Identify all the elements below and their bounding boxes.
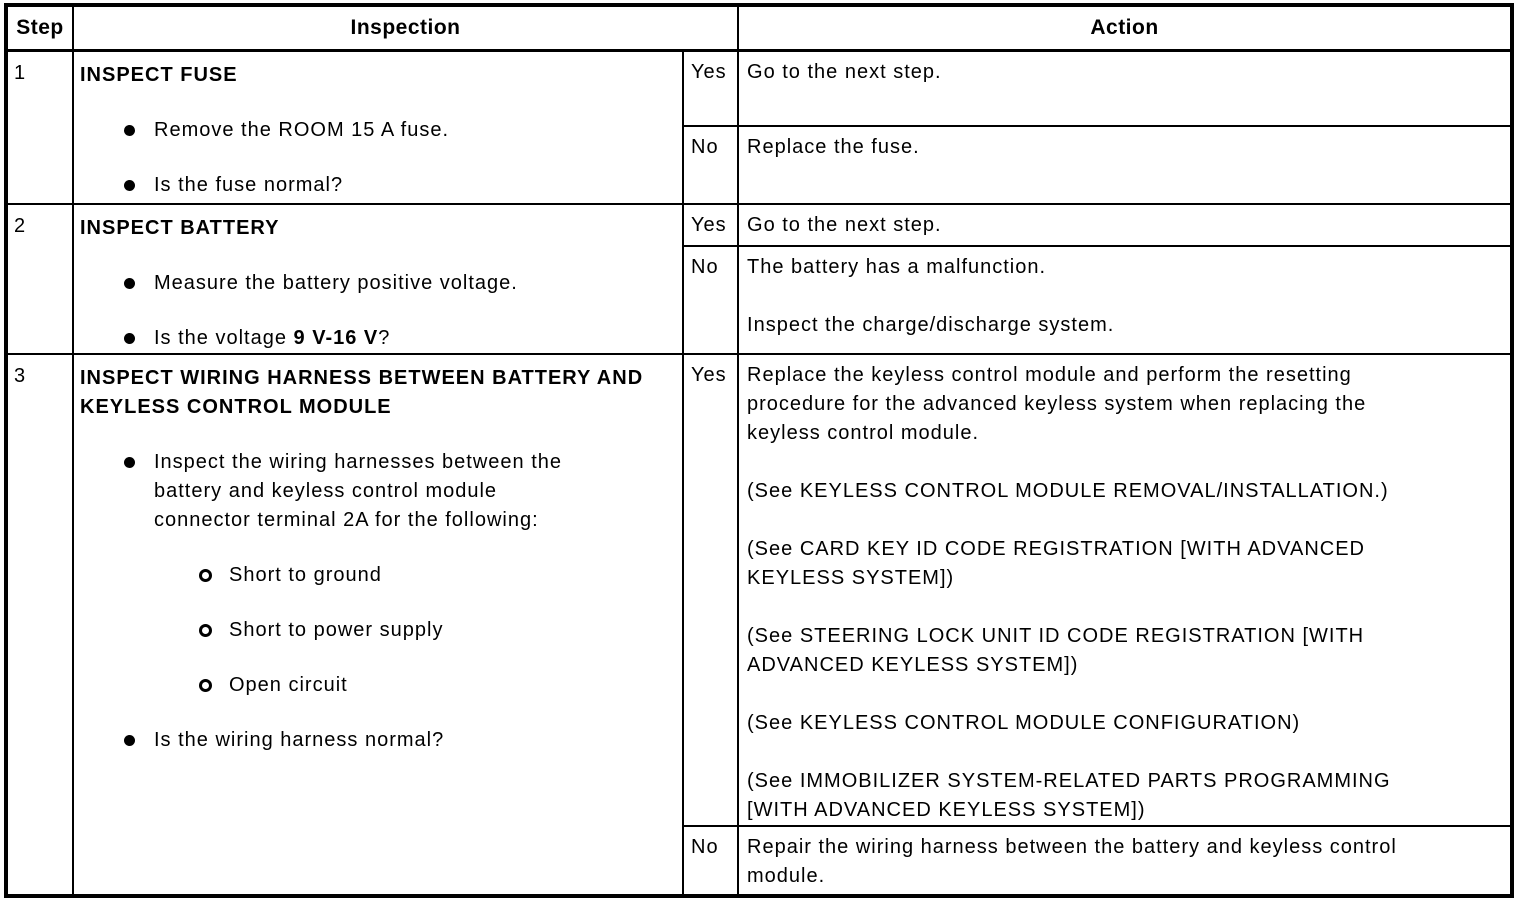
bold-text: 9 V-16 V — [293, 327, 379, 349]
text-segment: Measure the battery positive voltage. — [154, 272, 518, 294]
header-action: Action — [737, 4, 1514, 52]
step-number: 3 — [5, 353, 74, 897]
bullet-item: Is the fuse normal? — [80, 171, 678, 200]
filled-bullet-icon — [124, 278, 135, 289]
action-paragraph: Replace the fuse. — [747, 136, 920, 158]
no-cell: No — [681, 245, 740, 355]
action-paragraph: (See STEERING LOCK UNIT ID CODE REGISTRA… — [747, 625, 1365, 676]
bullet-item: Is the voltage 9 V-16 V? — [80, 324, 678, 353]
action-paragraph: Go to the next step. — [747, 60, 942, 83]
filled-bullet-icon — [124, 179, 135, 191]
text-segment: Remove the ROOM 15 A fuse. — [154, 118, 450, 141]
step-2-yes-row: 2 INSPECT BATTERY Measure the battery posi… — [5, 203, 1514, 355]
yes-cell: Yes — [681, 353, 740, 827]
filled-bullet-icon — [124, 457, 135, 468]
bullet-text: Remove the ROOM 15 A fuse. — [154, 116, 449, 145]
header-row: Step Inspection Action — [5, 4, 1514, 52]
text-segment: Is the voltage — [154, 327, 294, 349]
action-cell: The battery has a malfunction. Inspect th… — [737, 245, 1514, 355]
filled-bullet-icon — [124, 333, 135, 344]
yes-cell: Yes — [681, 49, 740, 127]
action-paragraph: Go to the next step. — [747, 214, 942, 236]
yes-cell: Yes — [681, 203, 740, 247]
bullet-item: Is the wiring harness normal? — [80, 726, 678, 755]
inspection-cell: INSPECT FUSE Remove the ROOM 15 A fuse. Is… — [72, 49, 684, 205]
inspection-title: INSPECT WIRING HARNESS BETWEEN BATTERY A… — [80, 367, 644, 418]
text-segment: Inspect the wiring harnesses between the… — [154, 451, 562, 531]
action-paragraph: Inspect the charge/discharge system. — [747, 314, 1115, 336]
bullet-text: Is the wiring harness normal? — [154, 726, 444, 755]
inspection-title: INSPECT FUSE — [80, 63, 238, 86]
filled-bullet-icon — [124, 735, 135, 746]
bullet-text: Is the voltage 9 V-16 V? — [154, 324, 390, 353]
open-circle-bullet-icon — [199, 624, 212, 637]
action-paragraph: (See IMMOBILIZER SYSTEM-RELATED PARTS PR… — [747, 770, 1391, 821]
text-segment: Short to power supply — [229, 619, 444, 641]
open-circle-bullet-icon — [199, 679, 212, 692]
action-cell: Replace the fuse. — [737, 125, 1514, 205]
action-cell: Go to the next step. — [737, 49, 1514, 127]
sub-bullet-item: Short to power supply — [80, 616, 678, 645]
bullet-text: Open circuit — [229, 671, 348, 700]
text-segment: Is the fuse normal? — [154, 173, 344, 196]
bullet-text: Is the fuse normal? — [154, 171, 343, 200]
sub-bullet-item: Short to ground — [80, 561, 678, 590]
bullet-item: Measure the battery positive voltage. — [80, 269, 678, 298]
action-paragraph: (See KEYLESS CONTROL MODULE CONFIGURATIO… — [747, 712, 1301, 734]
text-segment: Open circuit — [229, 674, 348, 696]
sub-bullet-item: Open circuit — [80, 671, 678, 700]
text-segment: Is the wiring harness normal? — [154, 729, 445, 751]
inspection-cell: INSPECT BATTERY Measure the battery posit… — [72, 203, 684, 355]
bullet-text: Inspect the wiring harnesses between the… — [154, 448, 579, 535]
step-1-no-row: No Replace the fuse. — [6, 125, 1514, 205]
header-step: Step — [5, 4, 74, 52]
no-cell: No — [681, 125, 740, 205]
text-segment: ? — [378, 327, 391, 349]
action-paragraph: Replace the keyless control module and p… — [747, 364, 1367, 444]
action-cell: Go to the next step. — [737, 203, 1514, 247]
action-cell: Repair the wiring harness between the ba… — [737, 825, 1514, 897]
step-2-no-row: No The battery has a malfunction. Inspect … — [6, 245, 1514, 355]
bullet-text: Short to power supply — [229, 616, 443, 645]
open-circle-bullet-icon — [199, 569, 212, 582]
action-paragraph: (See KEYLESS CONTROL MODULE REMOVAL/INST… — [747, 480, 1389, 502]
action-paragraph: (See CARD KEY ID CODE REGISTRATION [WITH… — [747, 538, 1365, 589]
filled-bullet-icon — [124, 124, 135, 136]
step-number: 2 — [5, 203, 74, 355]
bullet-text: Measure the battery positive voltage. — [154, 269, 518, 298]
text-segment: Short to ground — [229, 564, 382, 586]
bullet-text: Short to ground — [229, 561, 382, 590]
bullet-item: Inspect the wiring harnesses between the… — [80, 448, 678, 535]
inspection-title: INSPECT BATTERY — [80, 217, 280, 239]
step-number: 1 — [5, 49, 74, 205]
action-cell: Replace the keyless control module and p… — [737, 353, 1514, 827]
diagnostic-table: Step Inspection Action 1 INSPECT FUSE Remo… — [4, 3, 1515, 898]
no-cell: No — [681, 825, 740, 897]
header-inspection: Inspection — [71, 4, 740, 52]
action-paragraph: The battery has a malfunction. — [747, 256, 1047, 278]
inspection-cell: INSPECT WIRING HARNESS BETWEEN BATTERY A… — [72, 353, 684, 897]
action-paragraph: Repair the wiring harness between the ba… — [747, 836, 1397, 887]
bullet-item: Remove the ROOM 15 A fuse. — [80, 116, 678, 145]
